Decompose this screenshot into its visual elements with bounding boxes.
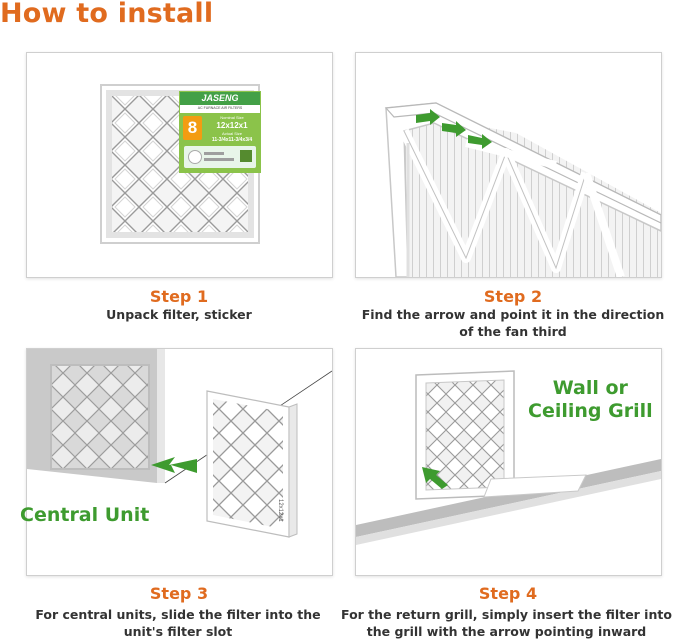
step4-description: For the return grill, simply insert the … <box>334 606 679 640</box>
step2-panel <box>355 52 662 278</box>
step3-line1: For central units, slide the filter into… <box>35 607 321 622</box>
arrow-icon <box>422 467 448 489</box>
nominal-size-label: Nominal Size <box>220 115 244 120</box>
step4-line2: the grill with the arrow pointing inward <box>366 624 647 639</box>
step1-panel: JASENG AC FURNACE AIR FILTERS 8 Nominal … <box>26 52 333 278</box>
brand-logo: JASENG <box>180 92 260 105</box>
wall-grill-illustration <box>356 370 661 545</box>
page-title: How to install <box>0 0 214 29</box>
label-subtitle: AC FURNACE AIR FILTERS <box>197 106 243 110</box>
step2-line1: Find the arrow and point it in the direc… <box>361 307 665 322</box>
step1-description: Unpack filter, sticker <box>14 306 344 323</box>
step4-panel <box>355 348 662 576</box>
arrow-icon <box>151 457 197 473</box>
merv-badge: 8 <box>183 116 202 140</box>
filter-arrow-closeup-illustration <box>384 102 661 277</box>
wall-grill-label-line1: Wall or <box>552 377 628 399</box>
nominal-size-value: 12x12x1 <box>216 121 248 130</box>
step3-line2: unit's filter slot <box>123 624 233 639</box>
central-unit-illustration <box>27 349 332 538</box>
step1-title: Step 1 <box>149 287 209 306</box>
step4-title: Step 4 <box>478 584 538 603</box>
step3-panel: 12x12x1 <box>26 348 333 576</box>
step1-line1: Unpack filter, sticker <box>106 307 252 322</box>
step2-description: Find the arrow and point it in the direc… <box>348 306 678 340</box>
step2-line2: of the fan third <box>459 324 567 339</box>
step4-line1: For the return grill, simply insert the … <box>341 607 672 622</box>
step2-title: Step 2 <box>483 287 543 306</box>
actual-size-value: 11-3/4x11-3/4x3/4 <box>211 137 253 143</box>
wall-grill-label: Wall or Ceiling Grill <box>528 377 653 423</box>
step3-title: Step 3 <box>149 584 209 603</box>
step3-description: For central units, slide the filter into… <box>8 606 348 640</box>
actual-size-label: Actual Size <box>221 131 242 136</box>
wall-grill-label-line2: Ceiling Grill <box>528 400 653 422</box>
filter-edge-label: 12x12x1 <box>277 499 283 522</box>
product-label: JASENG AC FURNACE AIR FILTERS 8 Nominal … <box>179 91 261 173</box>
central-unit-label: Central Unit <box>20 504 150 526</box>
arrow-icon <box>416 109 492 149</box>
